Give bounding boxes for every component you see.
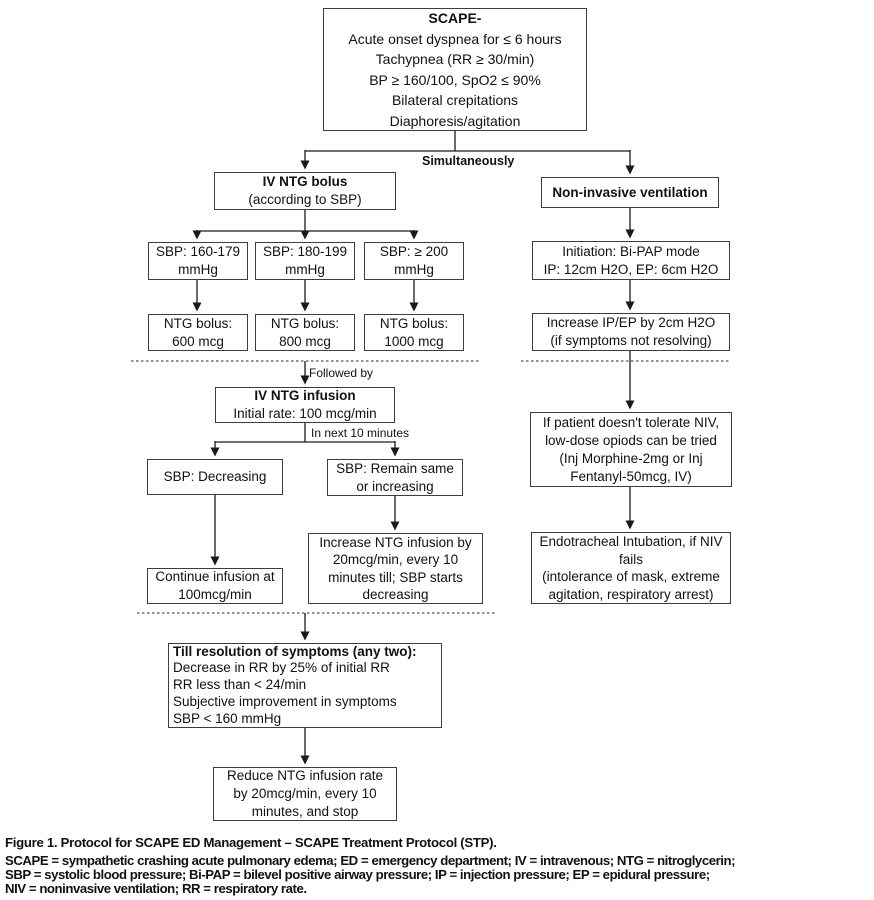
node-ntg-bolus-600: NTG bolus: 600 mcg <box>148 314 248 351</box>
node-sbp-180-199: SBP: 180-199 mmHg <box>255 242 355 280</box>
node-reduce-infusion-stop: Reduce NTG infusion rate by 20mcg/min, e… <box>213 767 397 821</box>
ntg-infusion-rate: Initial rate: 100 mcg/min <box>233 406 377 421</box>
node-resolution-criteria: Till resolution of symptoms (any two): D… <box>168 643 442 728</box>
label-followed-by: Followed by <box>309 366 374 380</box>
figure-caption-title: Figure 1. Protocol for SCAPE ED Manageme… <box>5 835 497 850</box>
node-sbp-remain-same: SBP: Remain same or increasing <box>327 459 463 496</box>
node-ntg-bolus-header: IV NTG bolus (according to SBP) <box>214 172 396 210</box>
node-sbp-200-plus: SBP: ≥ 200 mmHg <box>364 242 464 280</box>
label-in-next-10-minutes: In next 10 minutes <box>311 426 410 440</box>
resolution-items: Decrease in RR by 25% of initial RR RR l… <box>173 660 397 726</box>
scape-criteria-list: Acute onset dyspnea for ≤ 6 hours Tachyp… <box>348 30 562 129</box>
node-sbp-decreasing: SBP: Decreasing <box>147 459 283 495</box>
ntg-bolus-header-sub: (according to SBP) <box>248 192 362 207</box>
node-sbp-160-179: SBP: 160-179 mmHg <box>148 242 248 280</box>
node-continue-infusion: Continue infusion at 100mcg/min <box>147 568 283 604</box>
node-increase-infusion: Increase NTG infusion by 20mcg/min, ever… <box>308 533 483 604</box>
node-ntg-bolus-1000: NTG bolus: 1000 mcg <box>364 314 464 351</box>
ntg-bolus-header-title: IV NTG bolus <box>262 174 348 189</box>
resolution-title: Till resolution of symptoms (any two): <box>173 643 417 659</box>
flow-connectors <box>131 131 730 765</box>
figure-caption: Figure 1. Protocol for SCAPE ED Manageme… <box>5 835 868 896</box>
phase-divider-dashed-lines <box>131 360 730 614</box>
solid-connectors <box>192 131 635 765</box>
node-increase-ip-ep: Increase IP/EP by 2cm H2O (if symptoms n… <box>532 313 730 351</box>
node-niv-header: Non-invasive ventilation <box>541 177 719 208</box>
scape-title: SCAPE- <box>428 10 482 26</box>
figure-caption-abbreviations: SCAPE = sympathetic crashing acute pulmo… <box>5 853 736 896</box>
node-ntg-bolus-800: NTG bolus: 800 mcg <box>255 314 355 351</box>
node-scape-criteria: SCAPE- Acute onset dyspnea for ≤ 6 hours… <box>323 8 587 131</box>
node-niv-intolerance-opioids: If patient doesn't tolerate NIV, low-dos… <box>530 412 732 487</box>
label-simultaneously: Simultaneously <box>422 154 515 168</box>
node-ntg-infusion: IV NTG infusion Initial rate: 100 mcg/mi… <box>215 387 395 423</box>
node-bipap-initiation: Initiation: Bi-PAP mode IP: 12cm H2O, EP… <box>532 241 730 280</box>
node-endotracheal-intubation: Endotracheal Intubation, if NIV fails (i… <box>531 532 731 604</box>
ntg-infusion-title: IV NTG infusion <box>254 388 356 403</box>
